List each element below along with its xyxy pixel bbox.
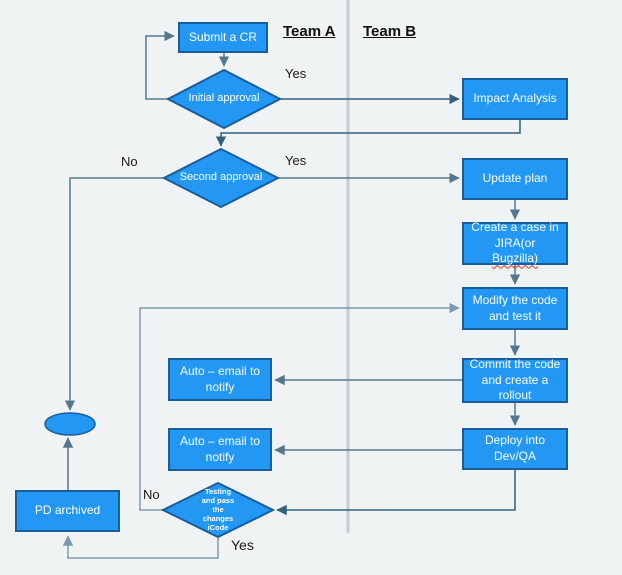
node-deploy-devqa: Deploy into Dev/QA — [462, 428, 568, 470]
node-create-case: Create a case in JIRA(or Bugzilla) — [462, 220, 568, 266]
node-impact-analysis: Impact Analysis — [462, 78, 568, 120]
edge-initial-no-loop — [145, 30, 175, 100]
create-case-line1: Create a case in — [471, 220, 559, 235]
edge-second-no-to-end — [64, 177, 164, 411]
node-update-plan: Update plan — [462, 158, 568, 200]
create-case-line2: JIRA(or — [494, 235, 536, 250]
node-second-approval-label: Second approval — [179, 171, 263, 184]
edge-testing-yes-to-pd — [62, 535, 219, 559]
create-case-line3-misspelled: Bugzilla) — [491, 251, 538, 266]
node-auto-email-2: Auto – email to notify — [168, 428, 272, 471]
node-pd-archived: PD archived — [15, 490, 120, 532]
lane-header-team-b: Team B — [363, 23, 417, 40]
label-testing-no: No — [143, 487, 160, 502]
label-initial-yes: Yes — [285, 66, 307, 81]
diamond-second-approval — [161, 147, 281, 209]
node-testing-label: Testing and pass the changes iCode — [178, 484, 258, 534]
end-terminator — [44, 412, 96, 436]
diamond-initial-approval — [165, 68, 283, 130]
node-initial-approval-label: Initial approval — [188, 92, 260, 105]
node-auto-email-1: Auto – email to notify — [168, 358, 272, 401]
lane-header-team-a: Team A — [283, 23, 336, 40]
node-submit-cr: Submit a CR — [178, 22, 268, 53]
label-second-yes: Yes — [285, 153, 307, 168]
testing-label-text: Testing and pass the changes iCode — [201, 486, 235, 532]
label-second-no: No — [121, 154, 138, 169]
edge-testing-no-loop — [139, 302, 460, 511]
node-commit-code: Commit the code and create a rollout — [462, 357, 568, 403]
edge-impact-to-second — [215, 120, 521, 147]
node-modify-code: Modify the code and test it — [462, 287, 568, 330]
diamond-testing — [160, 481, 276, 539]
edge-deploy-to-testing — [276, 470, 516, 516]
label-testing-yes: Yes — [231, 537, 254, 553]
